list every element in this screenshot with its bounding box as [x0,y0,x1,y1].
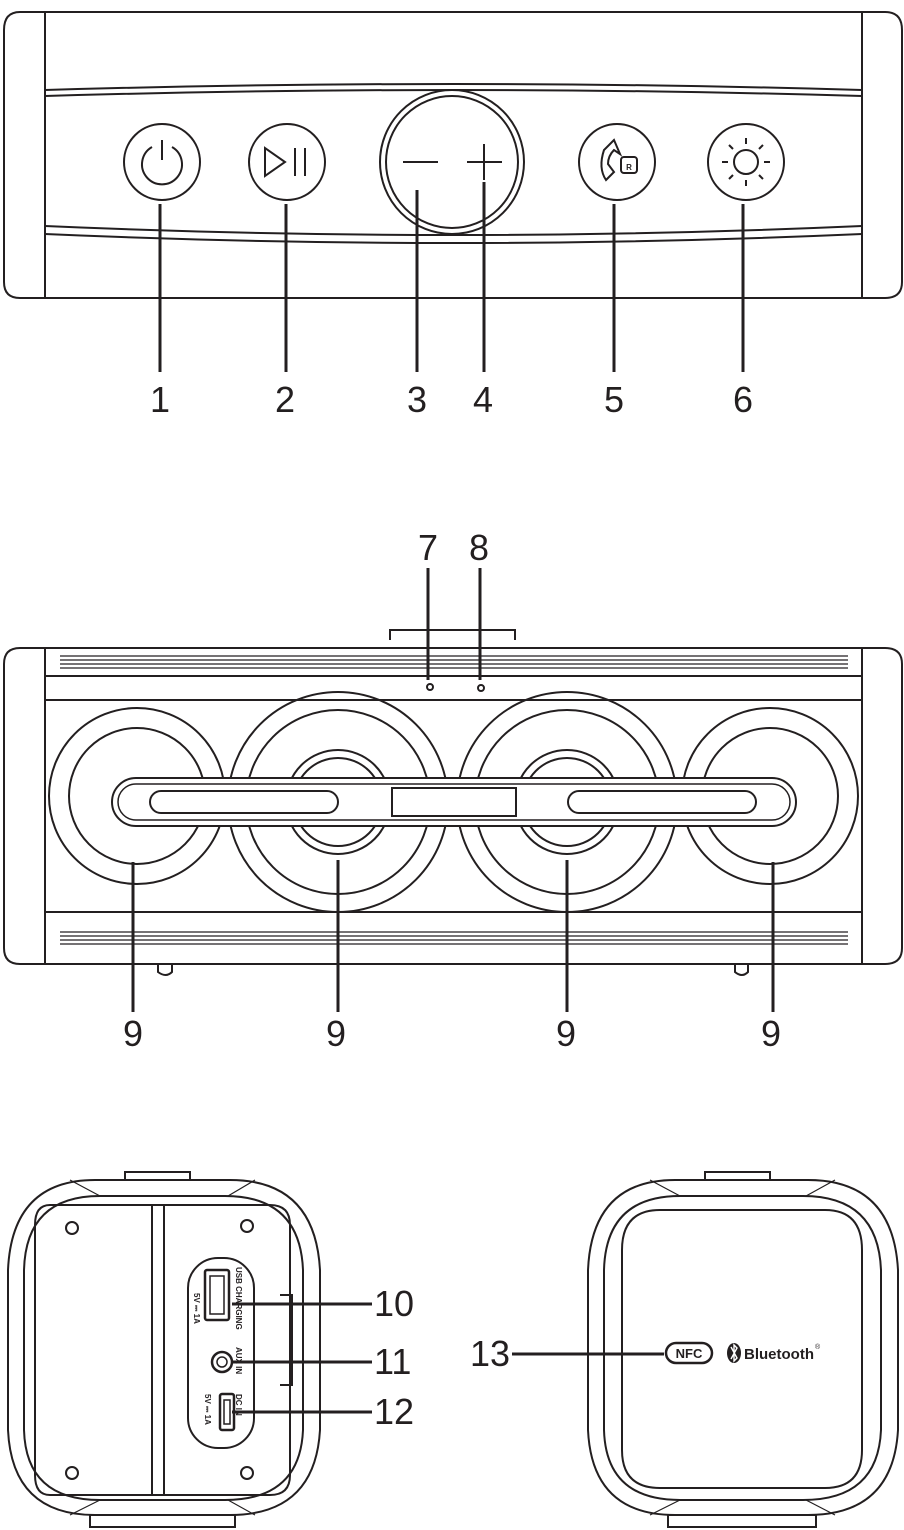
callout-3: 3 [407,379,427,420]
left-side-latch [280,1294,293,1386]
indicator-led [426,683,434,691]
volume-rocker [379,89,525,235]
callout-9b: 9 [326,1013,346,1054]
screw-icon [240,1219,254,1233]
dc-in-rating: 5V ⎓ 1A [203,1394,212,1425]
front-body-outline [3,647,903,965]
registered-mark: ® [815,1343,821,1351]
left-side-view: USB CHARGING 5V ⎓ 1A AUX IN DC IN 5V ⎓ 1… [7,1171,414,1528]
front-foot-right [734,964,749,976]
bluetooth-logo: Bluetooth ® [727,1343,821,1363]
screw-icon [65,1466,79,1480]
light-icon [722,138,770,186]
power-icon [141,140,183,186]
front-top-buttons-edge [389,629,516,640]
left-panel-seam [151,1205,165,1495]
callout-10: 10 [374,1283,414,1324]
left-top-bump [124,1171,191,1180]
front-handle-bar [111,777,797,827]
usb-port[interactable] [203,1268,231,1322]
front-lower-grille [45,911,862,945]
right-corner-bevels [649,1179,836,1516]
left-body-inner [23,1195,304,1501]
nfc-label: NFC [676,1346,703,1361]
light-button[interactable] [707,123,785,201]
callout-9a: 9 [123,1013,143,1054]
right-body-inner [603,1195,882,1501]
callout-13: 13 [470,1333,510,1374]
svg-text:R: R [626,163,632,172]
right-top-bump [704,1171,771,1180]
callout-9d: 9 [761,1013,781,1054]
right-bottom-foot [667,1514,817,1528]
left-corner-bevels [69,1179,256,1516]
screw-icon [240,1466,254,1480]
play-pause-button[interactable] [248,123,326,201]
front-upper-grille [45,655,862,701]
bluetooth-label: Bluetooth [744,1346,814,1363]
usb-port-label: USB CHARGING [234,1267,243,1330]
left-inner-panel [34,1204,291,1496]
port-panel [187,1257,255,1449]
top-view: R 1 2 3 4 5 [3,11,903,420]
power-button[interactable] [123,123,201,201]
play-pause-icon [264,146,306,178]
front-view: 7 8 [3,527,903,1054]
nfc-logo: NFC [664,1341,714,1365]
callout-8: 8 [469,527,489,568]
aux-in-jack[interactable] [210,1350,234,1374]
top-body-outline [3,11,903,299]
right-nfc-panel [621,1209,863,1489]
top-panel-upper-edge [44,83,863,91]
callout-5: 5 [604,379,624,420]
usb-port-rating: 5V ⎓ 1A [192,1293,201,1324]
volume-up-button[interactable] [467,144,502,180]
phone-r-icon: R [600,138,638,182]
callout-11: 11 [374,1341,411,1382]
right-side-view: NFC Bluetooth ® 13 [470,1171,899,1528]
callout-9c: 9 [556,1013,576,1054]
callout-12: 12 [374,1391,414,1432]
front-foot-left [157,964,173,976]
phone-button[interactable]: R [578,123,656,201]
callout-4: 4 [473,379,493,420]
microphone-hole [477,684,485,692]
screw-icon [65,1221,79,1235]
plus-icon [467,144,502,180]
callout-7: 7 [418,527,438,568]
left-bottom-foot [89,1514,236,1528]
callout-2: 2 [275,379,295,420]
callout-1: 1 [150,379,170,420]
right-body-outer [587,1179,899,1516]
dc-in-port[interactable] [218,1392,236,1432]
callout-6: 6 [733,379,753,420]
dc-in-label: DC IN [234,1394,243,1416]
